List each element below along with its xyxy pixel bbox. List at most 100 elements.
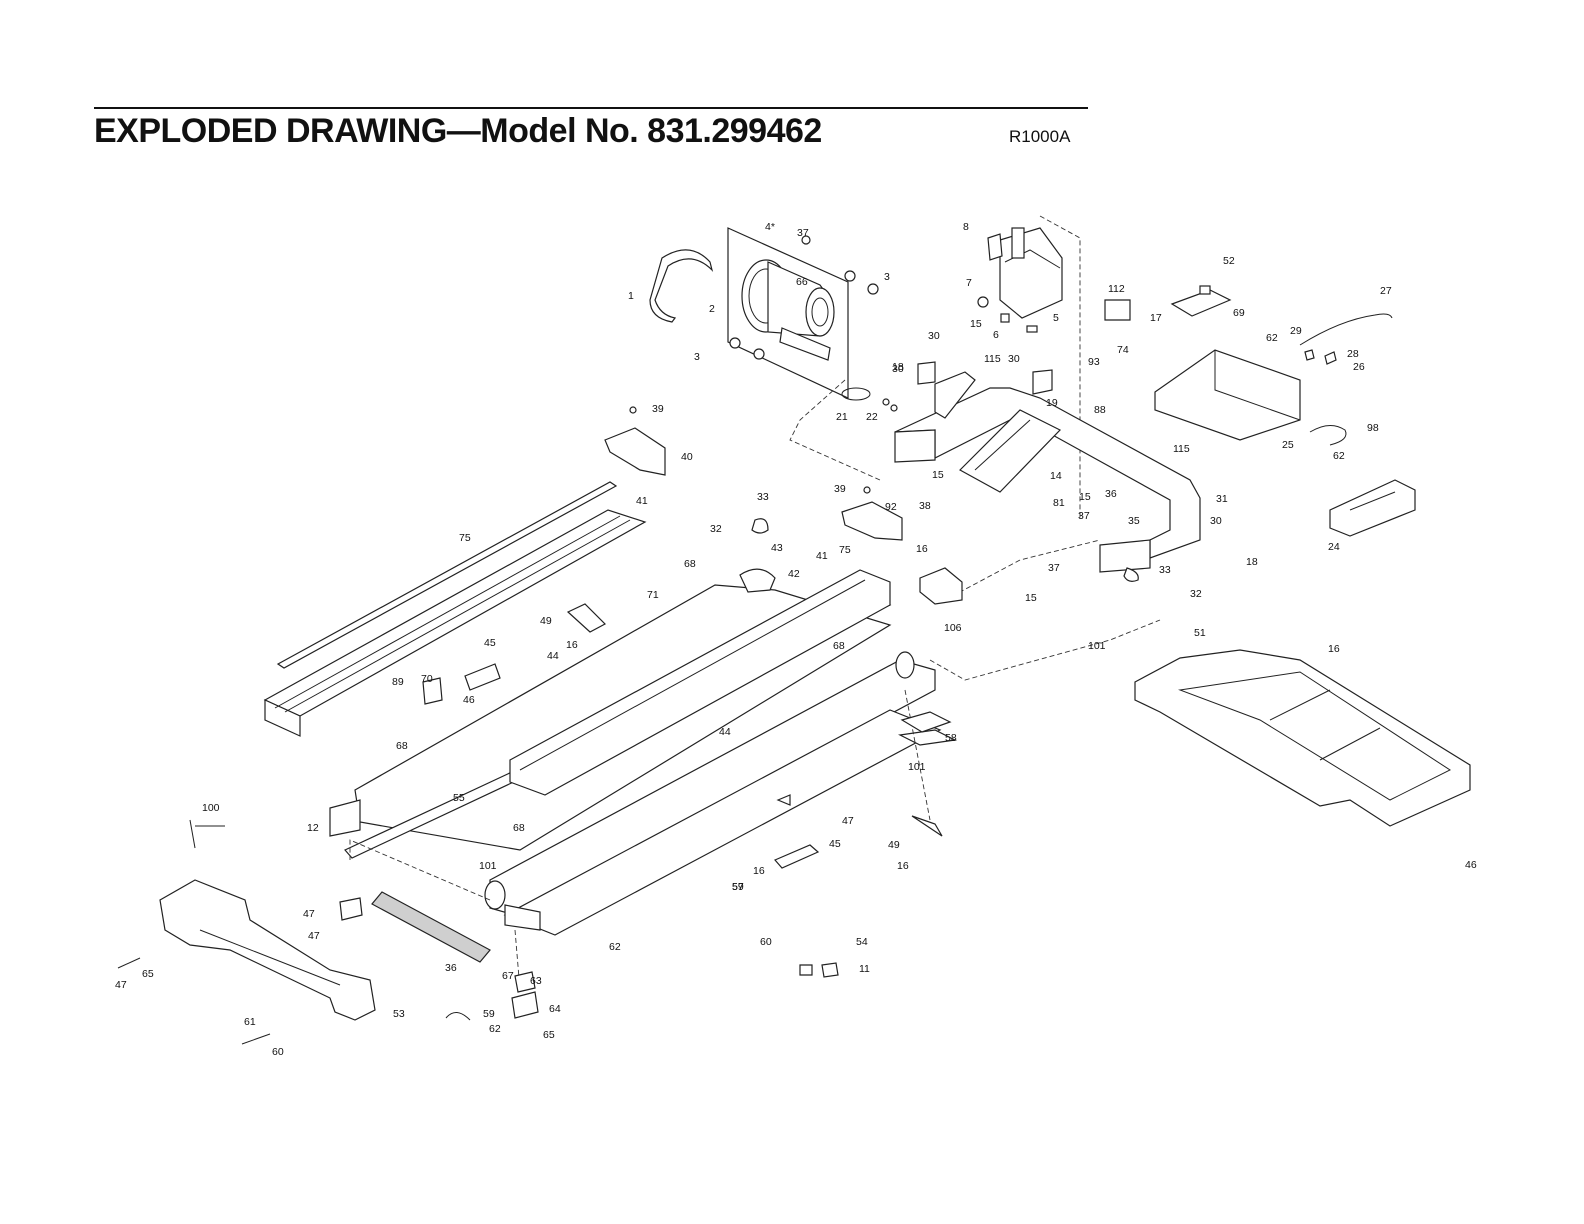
part-callout-51: 51 (1194, 627, 1206, 639)
part-callout-36: 36 (1105, 488, 1117, 500)
part-callout-36: 36 (445, 962, 457, 974)
part-callout-100: 100 (202, 802, 220, 814)
left-rails (263, 427, 666, 737)
part-callout-59: 59 (483, 1008, 495, 1020)
part-callout-92: 92 (885, 501, 897, 513)
part-callout-30: 30 (892, 363, 904, 375)
part-callout-11: 11 (859, 963, 870, 975)
part-callout-14: 14 (1050, 470, 1062, 482)
part-callout-62: 62 (489, 1023, 501, 1035)
part-callout-44: 44 (547, 650, 559, 662)
part-callout-88: 88 (1094, 404, 1106, 416)
part-callout-98: 98 (1367, 422, 1379, 434)
motor-hood (1134, 649, 1471, 827)
part-callout-101: 101 (479, 860, 497, 872)
part-callout-7: 7 (966, 277, 972, 289)
part-callout-12: 12 (307, 822, 319, 834)
part-callout-15: 15 (1025, 592, 1037, 604)
part-callout-70: 70 (421, 673, 433, 685)
part-callout-43: 43 (771, 542, 783, 554)
part-callout-15: 15 (970, 318, 982, 330)
part-callout-46: 46 (1465, 859, 1477, 871)
part-callout-41: 41 (816, 550, 828, 562)
part-callout-58: 58 (945, 732, 957, 744)
title-rule (94, 107, 1088, 109)
part-callout-27: 27 (1380, 285, 1392, 297)
part-callout-112: 112 (1108, 283, 1125, 295)
part-callout-63: 63 (530, 975, 542, 987)
part-callout-18: 18 (892, 361, 904, 373)
part-callout-41: 41 (636, 495, 648, 507)
part-callout-30: 30 (1210, 515, 1222, 527)
part-callout-71: 71 (647, 589, 659, 601)
deck-assembly (329, 518, 957, 991)
part-callout-28: 28 (1347, 348, 1359, 360)
part-callout-60: 60 (760, 936, 772, 948)
part-callout-32: 32 (1190, 588, 1202, 600)
part-callout-37: 37 (797, 227, 809, 239)
part-callout-33: 33 (1159, 564, 1171, 576)
part-callout-40: 40 (681, 451, 693, 463)
part-callout-33: 33 (757, 491, 769, 503)
part-callout-16: 16 (753, 865, 765, 877)
part-callout-37: 37 (1048, 562, 1060, 574)
part-callout-93: 93 (1088, 356, 1100, 368)
part-callout-68: 68 (513, 822, 525, 834)
part-callout-29: 29 (1290, 325, 1302, 337)
part-callout-68: 68 (833, 640, 845, 652)
part-callout-16: 16 (566, 639, 578, 651)
part-callout-59: 59 (732, 881, 744, 893)
part-callout-3: 3 (694, 351, 700, 363)
part-callout-21: 21 (836, 411, 848, 423)
part-callout-30: 30 (1008, 353, 1020, 365)
part-callout-65: 65 (543, 1029, 555, 1041)
part-callout-44: 44 (719, 726, 731, 738)
part-callout-101: 101 (1088, 640, 1106, 652)
part-callout-3: 3 (884, 271, 890, 283)
part-callout-45: 45 (484, 637, 496, 649)
part-callout-101: 101 (908, 761, 926, 773)
part-callout-22: 22 (866, 411, 878, 423)
part-callout-69: 69 (1233, 307, 1245, 319)
part-callout-115: 115 (984, 353, 1001, 365)
part-callout-42: 42 (788, 568, 800, 580)
hardware (117, 406, 963, 1045)
part-callout-60: 60 (272, 1046, 284, 1058)
part-callout-62: 62 (1266, 332, 1278, 344)
part-callout-25: 25 (1282, 439, 1294, 451)
part-callout-62: 62 (609, 941, 621, 953)
part-callout-8: 8 (963, 221, 969, 233)
part-callout-16: 16 (1328, 643, 1340, 655)
part-callout-47: 47 (115, 979, 127, 991)
part-callout-18: 18 (1246, 556, 1258, 568)
part-callout-52: 52 (1223, 255, 1235, 267)
callouts: 4*37366123871565112521727696229282630115… (0, 0, 1477, 1058)
part-callout-37: 37 (1078, 510, 1090, 522)
part-callout-74: 74 (1117, 344, 1129, 356)
drawing-code: R1000A (1009, 127, 1071, 146)
part-callout-46: 46 (463, 694, 475, 706)
part-callout-68: 68 (396, 740, 408, 752)
part-callout-1: 1 (628, 290, 634, 302)
part-callout-49: 49 (888, 839, 900, 851)
part-callout-75: 75 (839, 544, 851, 556)
part-callout-5: 5 (1053, 312, 1059, 324)
part-callout-30: 30 (928, 330, 940, 342)
part-callout-61: 61 (244, 1016, 256, 1028)
part-callout-39: 39 (652, 403, 664, 415)
part-callout-45: 45 (829, 838, 841, 850)
part-callout-89: 89 (392, 676, 404, 688)
part-callout-2: 2 (709, 303, 715, 315)
part-callout-47: 47 (308, 930, 320, 942)
part-callout-26: 26 (1353, 361, 1365, 373)
part-callout-38: 38 (919, 500, 931, 512)
part-callout-81: 81 (1053, 497, 1065, 509)
part-callout-54: 54 (856, 936, 868, 948)
part-callout-64: 64 (549, 1003, 561, 1015)
page-title: EXPLODED DRAWING—Model No. 831.299462 (94, 112, 822, 150)
part-callout-24: 24 (1328, 541, 1340, 553)
part-callout-65: 65 (142, 968, 154, 980)
part-callout-67: 67 (502, 970, 514, 982)
part-callout-49: 49 (540, 615, 552, 627)
